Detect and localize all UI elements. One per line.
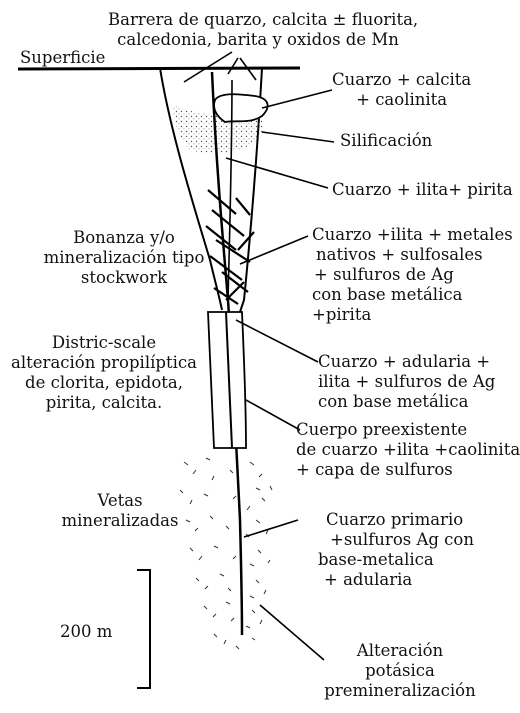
scale-label: 200 m: [60, 622, 112, 642]
mineralized-veins-line-2: mineralizadas: [52, 511, 188, 531]
quartz-metals-line-5: +pirita: [312, 305, 513, 325]
quartz-illite-pyrite-label: Cuarzo + ilita+ pirita: [332, 180, 513, 200]
top-barrier-line-1: Barrera de quarzo, calcita ± fluorita,: [108, 10, 408, 30]
mineralized-veins-line-1: Vetas: [52, 491, 188, 511]
scale-bar: [137, 570, 150, 688]
mineralized-veins-label: Vetas mineralizadas: [52, 491, 188, 531]
preexisting-body-label: Cuerpo preexistente de cuarzo +ilita +ca…: [296, 420, 520, 480]
primary-quartz-line-4: + adularia: [318, 570, 474, 590]
preexisting-body-line-3: + capa de sulfuros: [296, 460, 520, 480]
potassic-alteration-line-2: potásica: [312, 661, 488, 681]
preexisting-body-line-1: Cuerpo preexistente: [296, 420, 520, 440]
quartz-metals-line-2: nativos + sulfosales: [312, 245, 513, 265]
potassic-alteration-line-3: premineralización: [312, 681, 488, 701]
bonanza-line-3: stockwork: [26, 268, 222, 288]
primary-quartz-line-3: base-metalica: [318, 550, 474, 570]
quartz-metals-line-1: Cuarzo +ilita + metales: [312, 225, 513, 245]
district-alteration-line-4: pirita, calcita.: [0, 393, 208, 413]
district-alteration-line-2: alteración propilíptica: [0, 353, 208, 373]
quartz-adularia-line-1: Cuarzo + adularia +: [318, 352, 495, 372]
potassic-alteration-line-1: Alteración: [312, 641, 488, 661]
preexisting-body-line-2: de cuarzo +ilita +caolinita: [296, 440, 520, 460]
quartz-adularia-line-3: con base metálica: [318, 392, 495, 412]
primary-quartz-label: Cuarzo primario +sulfuros Ag con base-me…: [318, 510, 474, 590]
quartz-metals-label: Cuarzo +ilita + metales nativos + sulfos…: [312, 225, 513, 325]
silicification-label: Silificación: [340, 131, 432, 151]
primary-quartz-line-1: Cuarzo primario: [318, 510, 474, 530]
bonanza-label: Bonanza y/o mineralización tipo stockwor…: [26, 228, 222, 288]
quartz-calcite-line-2: + caolinita: [332, 90, 471, 110]
quartz-metals-line-3: + sulfuros de Ag: [312, 265, 513, 285]
quartz-metals-line-4: con base metálica: [312, 285, 513, 305]
surface-label: Superficie: [20, 48, 105, 68]
surface-line: [18, 68, 300, 69]
bonanza-line-2: mineralización tipo: [26, 248, 222, 268]
top-barrier-label: Barrera de quarzo, calcita ± fluorita, c…: [108, 10, 408, 50]
district-alteration-label: Distric-scale alteración propilíptica de…: [0, 333, 208, 413]
quartz-calcite-body: [214, 94, 268, 122]
quartz-calcite-line-1: Cuarzo + calcita: [332, 70, 471, 90]
potassic-halo: [180, 458, 272, 649]
bonanza-line-1: Bonanza y/o: [26, 228, 222, 248]
quartz-calcite-label: Cuarzo + calcita + caolinita: [332, 70, 471, 110]
district-alteration-line-3: de clorita, epidota,: [0, 373, 208, 393]
primary-quartz-line-2: +sulfuros Ag con: [318, 530, 474, 550]
potassic-alteration-label: Alteración potásica premineralización: [312, 641, 488, 701]
quartz-adularia-label: Cuarzo + adularia + ilita + sulfuros de …: [318, 352, 495, 412]
district-alteration-line-1: Distric-scale: [0, 333, 208, 353]
top-barrier-line-2: calcedonia, barita y oxidos de Mn: [108, 30, 408, 50]
quartz-adularia-line-2: ilita + sulfuros de Ag: [318, 372, 495, 392]
